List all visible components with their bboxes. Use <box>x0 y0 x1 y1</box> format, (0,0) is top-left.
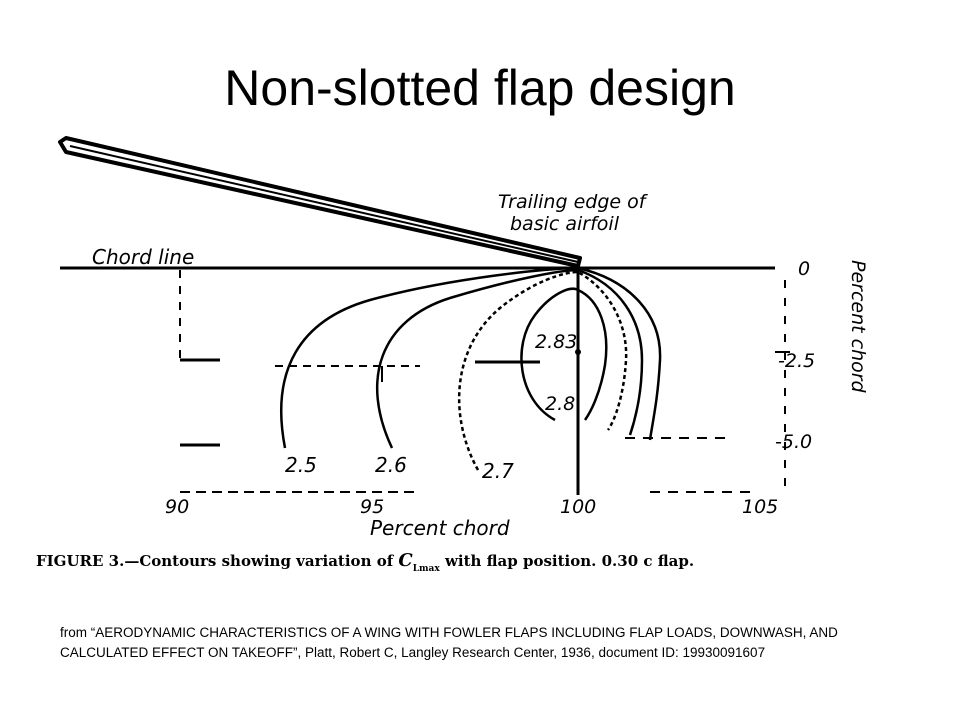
figure-caption: FIGURE 3.—Contours showing variation of … <box>36 550 694 574</box>
contour-label-2.5: 2.5 <box>285 453 317 477</box>
bottom-tick-90: 90 <box>165 496 189 518</box>
slide-title: Non-slotted flap design <box>224 60 736 116</box>
trailing-edge-label-2: basic airfoil <box>510 213 620 235</box>
bottom-tick-95: 95 <box>360 496 384 518</box>
contour-label-2.6: 2.6 <box>375 453 407 477</box>
right-tick-50: -5.0 <box>775 431 812 453</box>
contour-2.5 <box>280 266 662 449</box>
bottom-tick-100: 100 <box>560 496 596 518</box>
contour-label-2.7: 2.7 <box>482 459 514 483</box>
contour-label-2.83: 2.83 <box>535 331 577 353</box>
flap-camber-line <box>69 145 579 263</box>
contour-2.7 <box>457 270 628 471</box>
right-axis-label: Percent chord <box>847 260 869 394</box>
right-tick-25: -2.5 <box>778 350 815 372</box>
right-tick-0: 0 <box>798 258 810 280</box>
bottom-axis-label: Percent chord <box>370 516 510 540</box>
contour-2.6 <box>376 268 644 449</box>
contour-2.8 <box>520 287 608 422</box>
source-citation: from “AERODYNAMIC CHARACTERISTICS OF A W… <box>60 625 838 660</box>
flap-outline <box>58 136 582 268</box>
contour-label-2.8: 2.8 <box>545 393 575 415</box>
max-point-marker <box>575 349 581 355</box>
flap-contour-figure: Trailing edge of basic airfoil Chord lin… <box>30 130 930 580</box>
trailing-edge-label-1: Trailing edge of <box>498 191 649 213</box>
chord-line-label: Chord line <box>92 245 194 269</box>
bottom-tick-105: 105 <box>742 496 778 518</box>
